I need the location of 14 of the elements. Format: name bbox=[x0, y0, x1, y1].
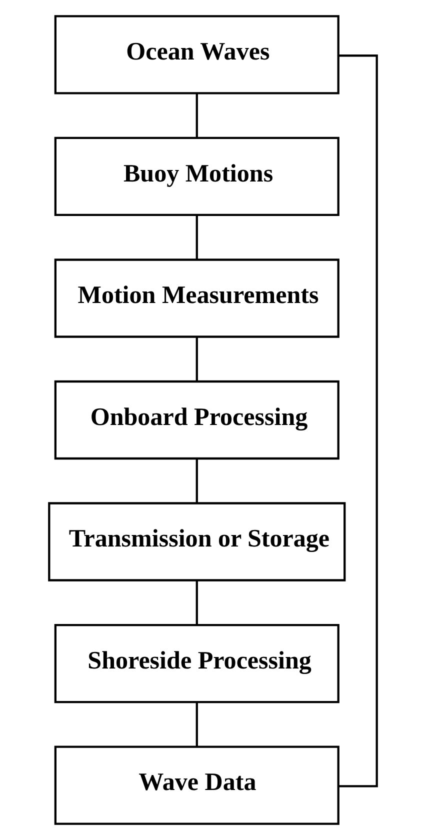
connector bbox=[196, 93, 198, 138]
connector bbox=[196, 458, 198, 504]
node-box: Transmission or Storage bbox=[48, 502, 346, 582]
connector bbox=[196, 702, 198, 747]
node-box: Motion Measurements bbox=[54, 258, 340, 338]
connector bbox=[196, 336, 198, 382]
node-box: Buoy Motions bbox=[54, 136, 340, 216]
connector bbox=[196, 580, 198, 625]
node-box: Wave Data bbox=[54, 746, 340, 825]
connector bbox=[196, 215, 198, 260]
node-box: Ocean Waves bbox=[54, 15, 340, 94]
node-box: Shoreside Processing bbox=[54, 624, 340, 704]
connector bbox=[338, 54, 378, 788]
node-box: Onboard Processing bbox=[54, 380, 340, 460]
